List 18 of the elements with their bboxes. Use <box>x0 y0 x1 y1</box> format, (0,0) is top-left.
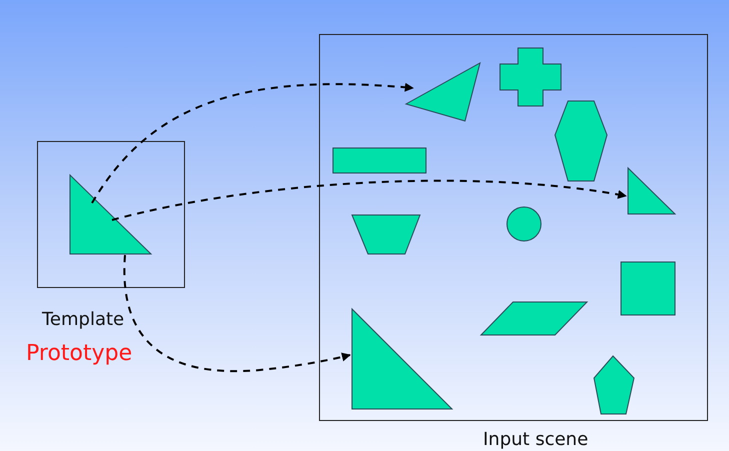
scene-label: Input scene <box>483 430 588 450</box>
triangle-shape <box>352 309 452 409</box>
square-shape <box>621 262 675 315</box>
hexagon-shape <box>555 101 607 181</box>
dashed-arrow <box>112 180 627 221</box>
rectangle-shape <box>333 148 426 173</box>
pentagon-shape <box>594 356 634 414</box>
trapezoid-shape <box>352 215 420 254</box>
triangle-shape <box>406 63 480 121</box>
circle-shape <box>507 207 541 241</box>
template-label: Template <box>42 310 124 330</box>
cross-shape <box>500 48 561 106</box>
dashed-arrow <box>124 254 351 372</box>
dashed-arrow <box>91 82 414 204</box>
prototype-label: Prototype <box>26 342 132 366</box>
parallelogram-shape <box>481 302 587 335</box>
triangle-shape <box>70 175 151 254</box>
triangle-shape <box>628 168 675 214</box>
